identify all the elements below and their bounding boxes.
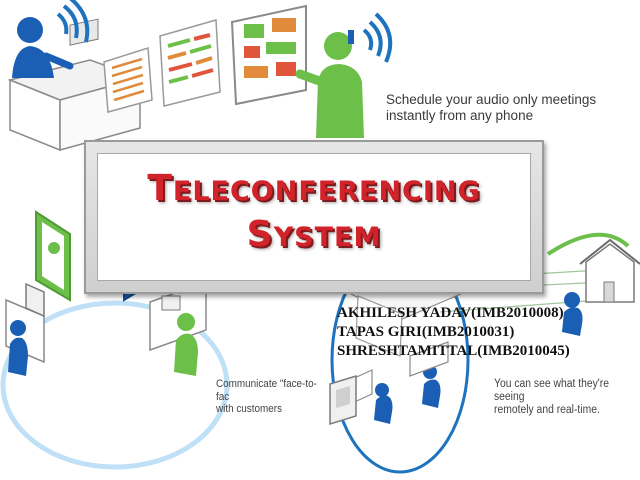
author-name: SHRESHTAMITTAL(IMB2010045)	[337, 343, 570, 359]
person-at-desk-icon	[5, 280, 207, 376]
house-icon	[546, 232, 640, 303]
title-initial: T	[147, 168, 173, 209]
wifi-signal-icon	[56, 0, 90, 43]
title-line-2: SYSTEM	[98, 214, 530, 255]
feature-caption-face-to-face: Communicate "face-to-fac with customers	[216, 378, 324, 416]
caption-line: You can see what they're seeing	[494, 378, 609, 404]
connection-ring-icon	[0, 300, 230, 470]
author-name: AKHILESH YADAV(IMB2010008)	[337, 305, 564, 321]
person-on-phone-icon	[295, 30, 364, 138]
title-panel: TELECONFERENCING SYSTEM	[97, 153, 531, 281]
author-list: AKHILESH YADAV(IMB2010008) TAPAS GIRI(IM…	[337, 304, 570, 361]
person-at-desk-icon	[562, 292, 583, 336]
caption-line: with customers	[216, 403, 283, 416]
caption-line: Communicate "face-to-fac	[216, 378, 317, 403]
presentation-board-icon	[103, 4, 307, 113]
caption-line: remotely and real-time.	[494, 404, 600, 417]
caption-line: Schedule your audio only meetings	[386, 92, 597, 107]
title-frame: TELECONFERENCING SYSTEM	[84, 140, 544, 294]
author-name: TAPAS GIRI(IMB2010031)	[337, 324, 515, 340]
title-rest: ELECONFERENCING	[172, 176, 481, 207]
computer-icon	[329, 374, 357, 426]
title-initial: S	[246, 214, 274, 255]
title-rest: YSTEM	[273, 222, 382, 253]
wifi-signal-icon	[362, 12, 393, 63]
title-line-1: TELECONFERENCING	[98, 168, 530, 209]
feature-caption-screen-sharing: You can see what they're seeing remotely…	[494, 378, 620, 418]
feature-caption-audio-meetings: Schedule your audio only meetings instan…	[386, 92, 636, 123]
caption-line: instantly from any phone	[386, 107, 534, 123]
